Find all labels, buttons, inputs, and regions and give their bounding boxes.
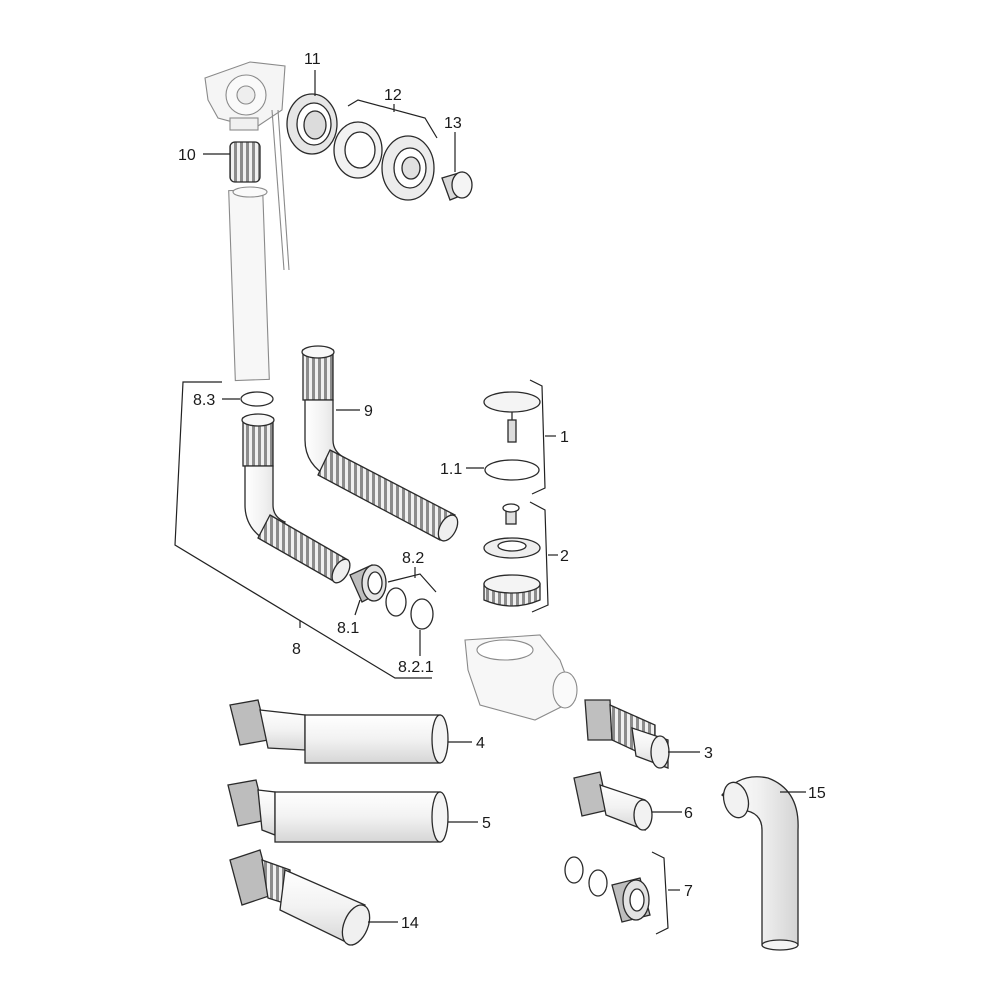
label-15: 15 xyxy=(808,785,826,802)
label-5: 5 xyxy=(482,815,491,832)
label-9: 9 xyxy=(364,403,373,420)
part-8-elbow-hose xyxy=(241,413,351,584)
part-15-bend xyxy=(721,776,799,951)
overflow-head xyxy=(204,61,290,271)
part-1-plug xyxy=(483,391,541,481)
part-8-3-ring xyxy=(240,391,274,407)
part-8-2-1-ring xyxy=(410,598,434,630)
drain-body xyxy=(464,634,578,721)
label-7: 7 xyxy=(684,883,693,900)
part-2-drain-insert xyxy=(483,503,541,607)
part-7-set xyxy=(564,856,651,923)
part-10-connector xyxy=(228,141,270,382)
label-11: 11 xyxy=(304,51,321,68)
part-11-ring xyxy=(286,93,338,155)
leader-lines xyxy=(174,70,806,935)
label-6: 6 xyxy=(684,805,693,822)
label-2: 2 xyxy=(560,548,569,565)
label-8: 8 xyxy=(292,641,301,658)
label-8-2-1: 8.2.1 xyxy=(398,659,434,676)
part-9-elbow-hose xyxy=(301,345,459,542)
label-1: 1 xyxy=(560,429,569,446)
label-12: 12 xyxy=(384,87,402,104)
label-3: 3 xyxy=(704,745,713,762)
part-8-2-ring xyxy=(385,587,407,617)
part-13-cap xyxy=(441,171,473,201)
label-8-1: 8.1 xyxy=(337,620,359,637)
part-6-connector xyxy=(573,771,653,831)
label-1-1: 1.1 xyxy=(440,461,462,478)
part-5-pipe xyxy=(227,779,449,843)
part-4-pipe xyxy=(229,699,449,764)
part-12-rosette xyxy=(333,121,435,201)
label-13: 13 xyxy=(444,115,462,132)
label-8-2: 8.2 xyxy=(402,550,424,567)
part-8-1-nut xyxy=(349,564,387,603)
label-4: 4 xyxy=(476,735,485,752)
part-labels: 10 11 12 13 8.3 9 1 1.1 2 8.2 8.1 8 8.2.… xyxy=(178,51,826,932)
part-14-pipe xyxy=(229,849,371,946)
label-10: 10 xyxy=(178,147,196,164)
label-8-3: 8.3 xyxy=(193,392,215,409)
label-14: 14 xyxy=(401,915,419,932)
part-3-connector xyxy=(584,699,670,769)
